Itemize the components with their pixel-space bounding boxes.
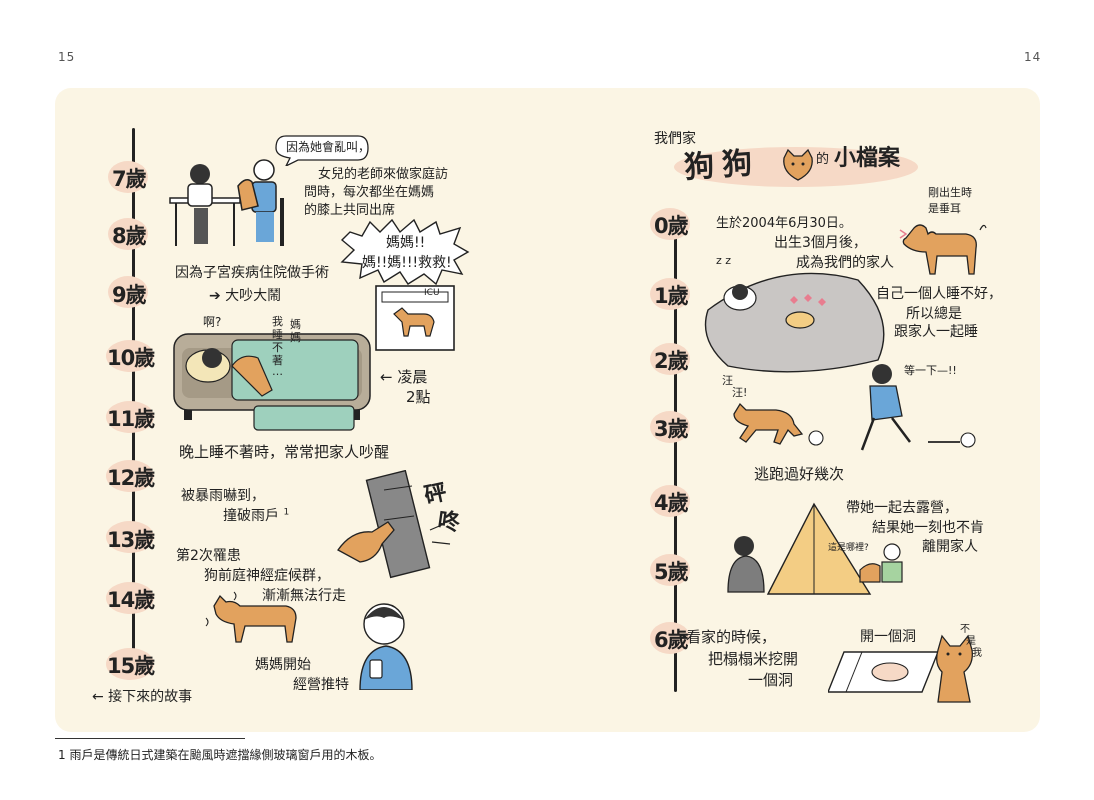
page-number-left: 15 (58, 50, 76, 64)
where-text: 這是哪裡? (828, 543, 869, 553)
tatami-hole-illustration (828, 651, 938, 693)
surgery-caption: 因為子宮疾病住院做手術 (175, 265, 329, 281)
zzz-text: z z (716, 254, 732, 267)
puppy-illustration (899, 224, 987, 275)
hole-caption: 開一個洞 (860, 629, 916, 645)
page-number-right: 14 (1024, 50, 1042, 64)
footnote: 1 雨戶是傳統日式建築在颱風時遮擋緣側玻璃窗戶用的木板。 (58, 748, 382, 762)
footnote-rule (55, 738, 245, 739)
dog-face-icon (783, 148, 813, 181)
born-caption: 生於2004年6月30日。 (716, 216, 852, 231)
shout-burst-bubble (340, 218, 470, 286)
aside-bubble (275, 135, 369, 166)
icu-label: ICU (424, 288, 440, 298)
aside-text: 因為她會亂叫， (286, 140, 371, 154)
wait-caption: 等一下—!! (904, 364, 957, 377)
running-child-illustration (860, 364, 976, 451)
tent-illustration (727, 502, 903, 595)
family-table-illustration (169, 159, 284, 246)
icu-window-illustration (375, 285, 455, 351)
next-story-caption: ← 接下來的故事 (92, 689, 193, 705)
wake-caption: 晚上睡不著時，常常把家人吵醒 (179, 443, 390, 461)
running-dog-illustration (733, 402, 824, 446)
ah-text: 啊? (203, 315, 222, 329)
old-dog-illustration (205, 591, 297, 643)
mom-phone-illustration (359, 603, 413, 690)
storm-door-illustration (337, 470, 451, 579)
uproar-caption: ➔ 大吵大鬧 (209, 288, 282, 304)
escape-caption: 逃跑過好幾次 (754, 465, 845, 483)
sofa-illustration (173, 333, 371, 431)
guilty-dog-illustration (936, 634, 973, 703)
bed-illustration (704, 272, 885, 373)
